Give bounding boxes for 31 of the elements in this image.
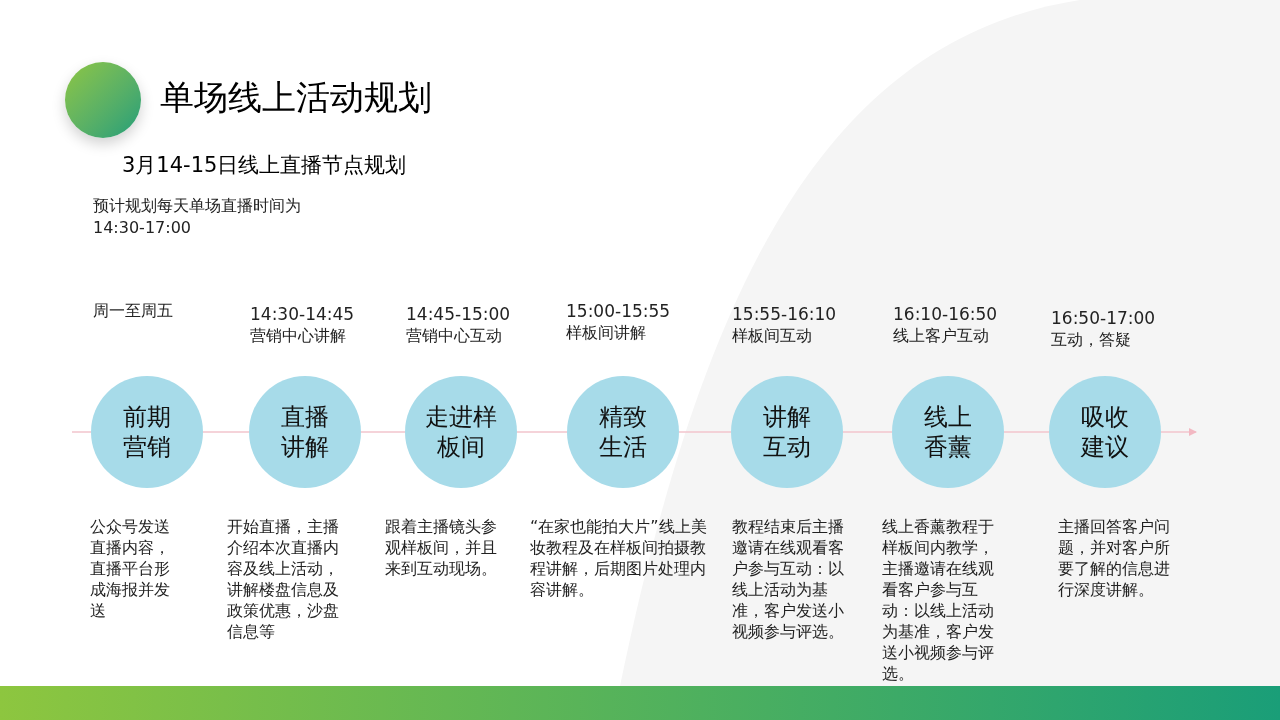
step-description: 教程结束后主播邀请在线观看客户参与互动：以线上活动为基准，客户发送小视频参与评选。 [732,516,845,642]
step-description: 公众号发送直播内容，直播平台形成海报并发送 [90,516,171,621]
step-label: 营销中心互动 [406,325,503,347]
time-range: 16:10-16:50 [893,303,998,325]
time-range: 14:45-15:00 [406,303,511,325]
step-label: 线上客户互动 [893,325,990,347]
time-range: 15:00-15:55 [566,300,671,322]
timeline-line [1160,428,1197,436]
step-description: 开始直播，主播介绍本次直播内容及线上活动，讲解楼盘信息及政策优惠，沙盘信息等 [227,516,340,642]
step-description: 主播回答客户问题，并对客户所要了解的信息进行深度讲解。 [1058,516,1171,600]
time-range: 16:50-17:00 [1051,307,1156,329]
step-label: 样板间互动 [732,325,813,347]
subtitle: 3月14-15日线上直播节点规划 [122,152,407,179]
step-description: 线上香薰教程于样板间内教学，主播邀请在线观看客户参与互动：以线上活动为基准，客户发送小视频参与评选。 [882,516,995,684]
timeline-line [678,431,732,433]
timeline-line [516,431,568,433]
timeline-line [360,431,406,433]
step-label: 营销中心讲解 [250,325,347,347]
step-label: 互动，答疑 [1051,329,1132,351]
timeline-line [71,431,92,433]
timeline-line [842,431,893,433]
time-range: 14:30-14:45 [250,303,355,325]
step-label: 周一至周五 [93,300,173,322]
time-range: 15:55-16:10 [732,303,837,325]
timeline-line [202,431,250,433]
timeline-line [1003,431,1050,433]
step-description: “在家也能拍大片”线上美妆教程及在样板间拍摄教程讲解，后期图片处理内容讲解。 [530,516,708,600]
note-text: 预计规划每天单场直播时间为14:30-17:00 [93,195,302,239]
title: 单场线上活动规划 [160,76,432,119]
step-label: 样板间讲解 [566,322,647,344]
step-description: 跟着主播镜头参观样板间，并且来到互动现场。 [385,516,498,579]
